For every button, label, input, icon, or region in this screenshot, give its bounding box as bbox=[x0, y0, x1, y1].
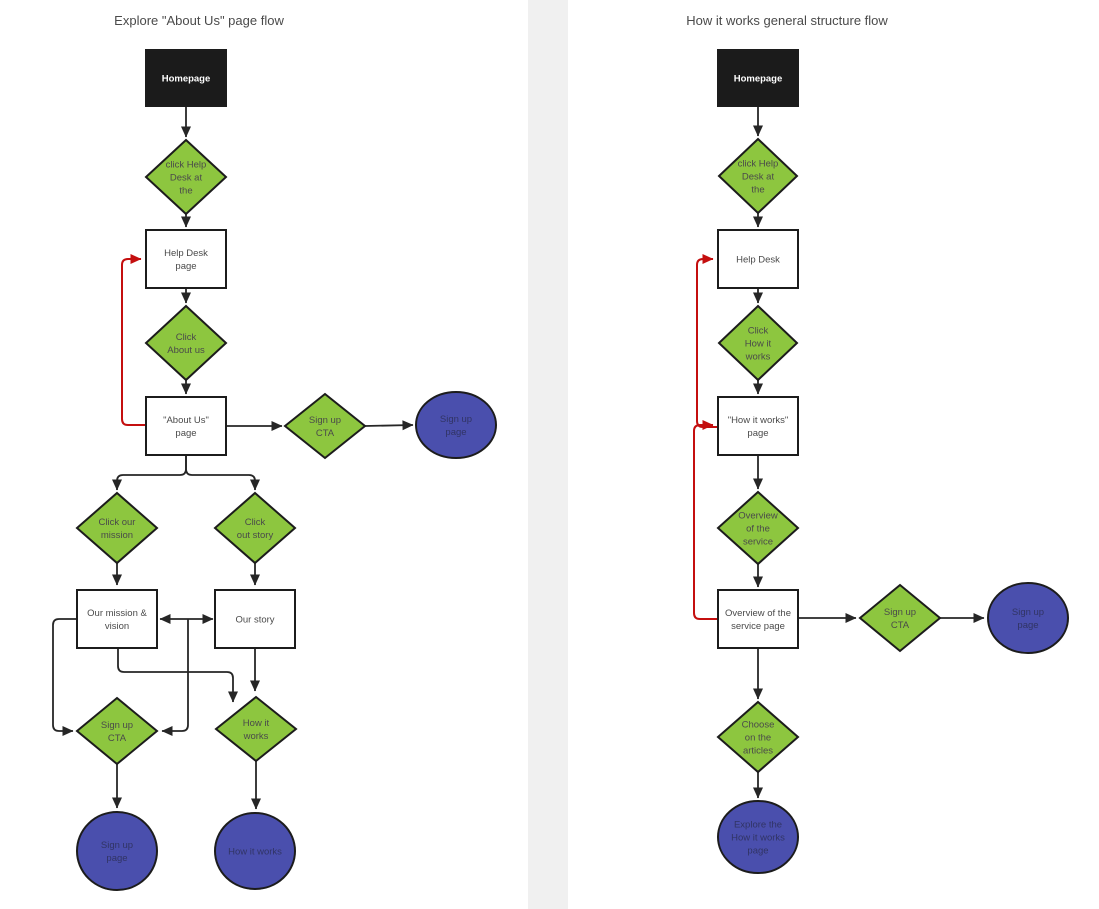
edge-signup-cta-to-signup-page bbox=[364, 420, 414, 431]
edge-about-page-to-click-mission bbox=[112, 455, 187, 491]
circle-shape bbox=[76, 811, 158, 891]
diamond-shape bbox=[214, 695, 298, 763]
circle-shape bbox=[214, 812, 296, 890]
diamond-shape bbox=[213, 491, 297, 565]
node-our-story: Our story bbox=[214, 589, 296, 649]
edge-mission-to-how-it-works bbox=[117, 648, 238, 703]
circle-shape bbox=[717, 800, 799, 874]
edge-mission-to-signup-cta-left bbox=[52, 618, 77, 736]
circle-shape bbox=[415, 391, 497, 459]
diamond-shape bbox=[716, 700, 800, 774]
diamond-shape bbox=[75, 696, 159, 766]
node-homepage: Homepage bbox=[717, 49, 799, 107]
node-our-mission-vision: Our mission &vision bbox=[76, 589, 158, 649]
rect-shape bbox=[145, 396, 227, 456]
panel-divider bbox=[528, 0, 568, 909]
left-chart-title: Explore "About Us" page flow bbox=[114, 13, 284, 28]
diamond-shape bbox=[144, 138, 228, 216]
node-homepage: Homepage bbox=[145, 49, 227, 107]
edge-hiw-page-back-to-help-desk bbox=[696, 254, 718, 428]
circle-shape bbox=[987, 582, 1069, 654]
node-label: Our story bbox=[235, 615, 274, 626]
diamond-shape bbox=[717, 304, 799, 382]
node-label: How it works bbox=[228, 847, 282, 858]
node-about-us-page: "About Us"page bbox=[145, 396, 227, 456]
rect-shape bbox=[717, 229, 799, 289]
diamond-shape bbox=[75, 491, 159, 565]
edge-about-page-to-click-story bbox=[185, 455, 260, 491]
rect-shape bbox=[145, 49, 227, 107]
right-chart-title: How it works general structure flow bbox=[686, 13, 888, 28]
node-how-it-works-end: How it works bbox=[214, 812, 296, 890]
rect-shape bbox=[717, 589, 799, 649]
node-label: Homepage bbox=[734, 74, 783, 85]
node-how-it-works-page: "How it works"page bbox=[717, 396, 799, 456]
rect-shape bbox=[214, 589, 296, 649]
node-label: "About Us"page bbox=[163, 415, 209, 439]
diamond-shape bbox=[858, 583, 942, 653]
rect-shape bbox=[717, 49, 799, 107]
diamond-shape bbox=[716, 490, 800, 566]
node-label: Help Desk bbox=[736, 255, 780, 266]
node-help-desk: Help Desk bbox=[717, 229, 799, 289]
diamond-shape bbox=[144, 304, 228, 382]
node-label: Homepage bbox=[162, 74, 211, 85]
edge-about-page-back-to-help-desk bbox=[121, 254, 146, 426]
rect-shape bbox=[717, 396, 799, 456]
edge-overview-page-back-to-hiw-page bbox=[693, 420, 718, 620]
diamond-shape bbox=[717, 137, 799, 215]
rect-shape bbox=[76, 589, 158, 649]
node-label: "How it works"page bbox=[728, 415, 789, 439]
diamond-shape bbox=[283, 392, 367, 460]
rect-shape bbox=[145, 229, 227, 289]
edge-junction-to-signup-cta-right bbox=[161, 619, 189, 736]
node-label: Our mission &vision bbox=[87, 608, 147, 632]
